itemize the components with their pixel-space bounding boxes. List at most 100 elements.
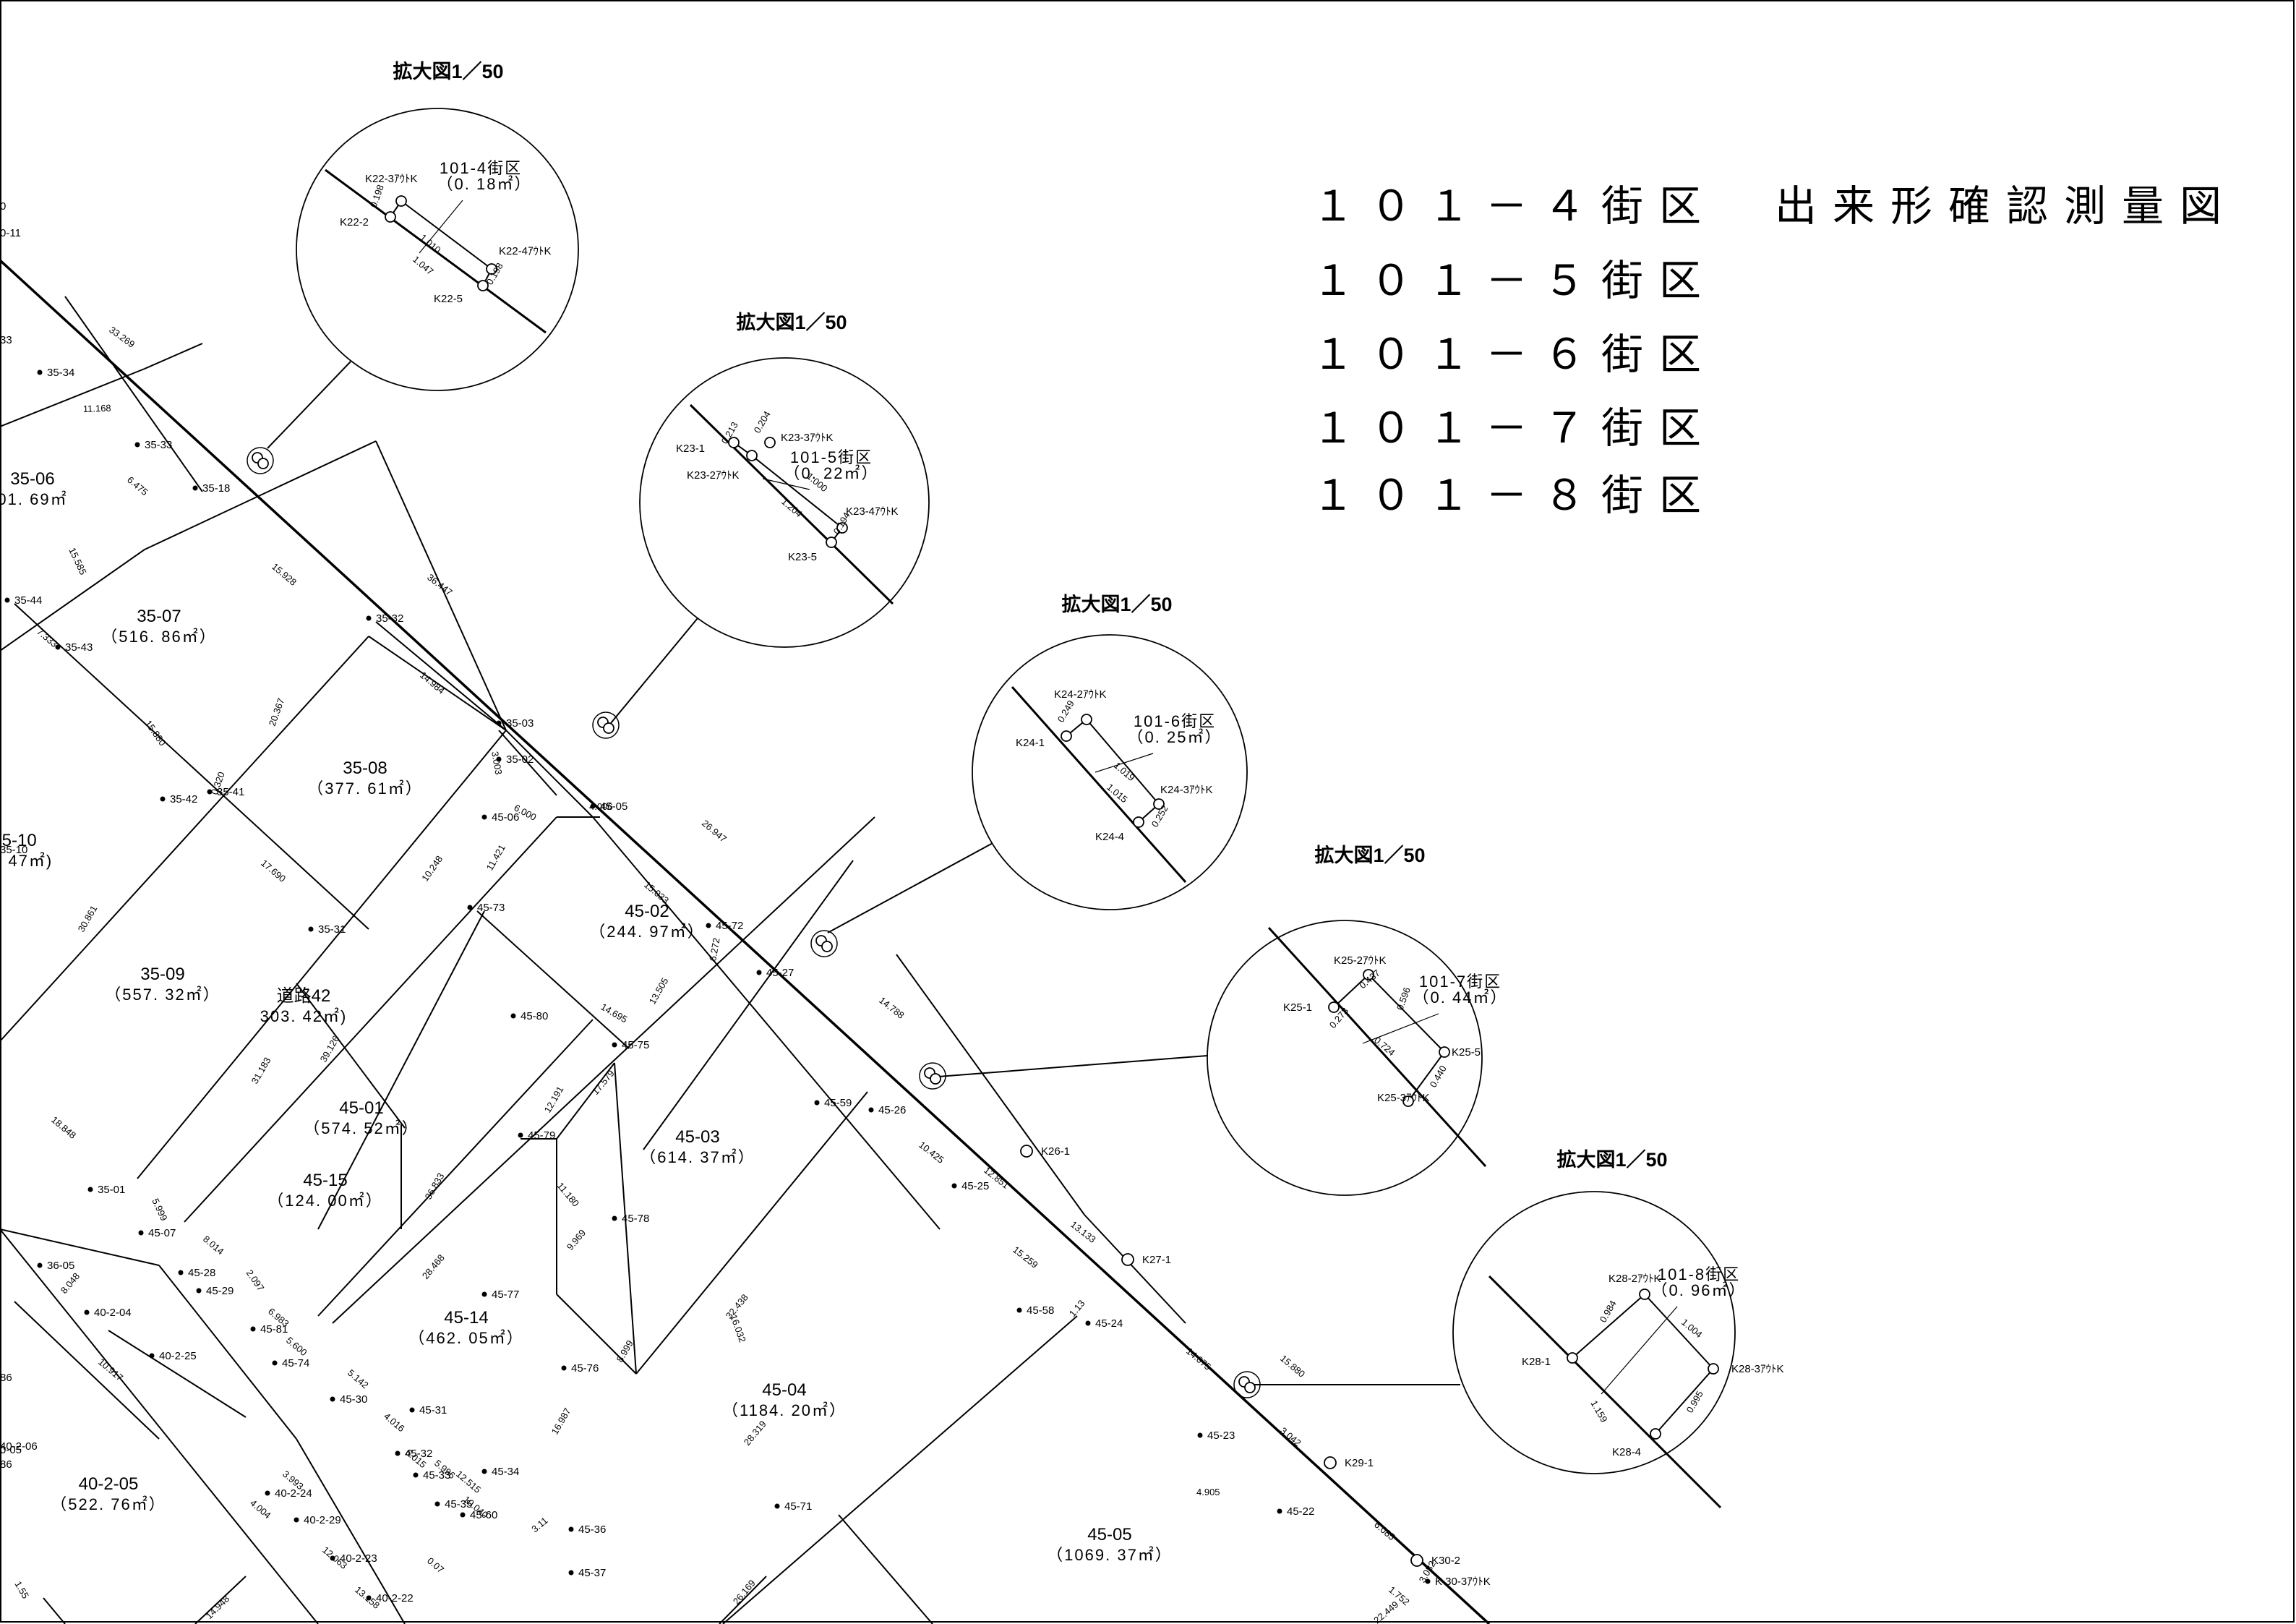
pointer-line	[928, 1055, 1208, 1078]
enlarged-point-label: K23-2ｱｳﾄK	[687, 469, 740, 482]
boundary-line	[144, 343, 203, 369]
point-label: 35-33	[145, 439, 172, 451]
boundary-line	[592, 816, 941, 1230]
point-marker	[409, 1407, 415, 1413]
point-label: 40-2-22	[376, 1592, 414, 1604]
monument-marker	[728, 437, 740, 448]
edge-label: 86	[0, 1372, 12, 1384]
lot-area: （1184. 20㎡）	[722, 1401, 847, 1419]
monument-marker	[603, 722, 614, 734]
road-line-enlarged	[1488, 1275, 1722, 1509]
monument-marker	[1121, 1253, 1134, 1266]
point-label: K29-1	[1345, 1457, 1374, 1469]
edge-label: 35-10	[0, 844, 27, 856]
road-line-enlarged	[1011, 686, 1187, 883]
point-label: 35-34	[47, 367, 74, 379]
dimension-label: 4.006	[589, 801, 613, 812]
dimension-label: 1.55	[12, 1579, 31, 1600]
enlarged-area-label: （0. 25㎡）	[1128, 728, 1222, 746]
point-label: 45-07	[148, 1227, 176, 1239]
monument-marker	[1639, 1288, 1650, 1300]
dimension-label: 4.905	[1196, 1487, 1220, 1497]
point-marker	[366, 615, 372, 621]
enlarged-point-label: K28-3ｱｳﾄK	[1731, 1363, 1784, 1375]
point-marker	[149, 1353, 155, 1359]
point-label: 36-05	[47, 1260, 74, 1272]
enlarged-point-label: K24-3ｱｳﾄK	[1160, 784, 1213, 796]
point-marker	[1016, 1307, 1022, 1313]
lot-area: （614. 37㎡）	[640, 1148, 755, 1166]
monument-marker	[1439, 1046, 1450, 1058]
point-marker	[330, 1396, 335, 1402]
dimension-label: 10.248	[419, 854, 445, 884]
enlarged-point-label: K25-5	[1452, 1046, 1481, 1059]
point-label: 45-58	[1027, 1304, 1054, 1317]
point-label: 45-33	[423, 1469, 450, 1482]
boundary-line	[556, 1062, 615, 1140]
monument-marker	[395, 195, 407, 207]
boundary-line	[317, 1019, 594, 1317]
point-label: 45-28	[188, 1267, 215, 1279]
road-line-enlarged	[689, 403, 894, 605]
dimension-label: 14.788	[877, 995, 907, 1021]
monument-marker	[1061, 730, 1072, 742]
lot-number: 35-07	[137, 607, 181, 626]
boundary-line	[375, 440, 507, 731]
enlarged-area-label: （0. 22㎡）	[784, 464, 879, 482]
dimension-label: 5.142	[346, 1367, 371, 1390]
dimension-label: 15.259	[1011, 1244, 1040, 1270]
boundary-line	[43, 1597, 66, 1624]
lot-area: （124. 00㎡）	[267, 1192, 382, 1210]
point-label: 35-42	[170, 793, 197, 805]
dimension-label: 6.475	[125, 474, 150, 497]
point-label: 45-60	[470, 1509, 497, 1521]
road-line-enlarged	[1267, 926, 1487, 1168]
dimension-label: 5.999	[150, 1197, 169, 1223]
enlarged-block-label: 101-8街区	[1658, 1265, 1740, 1283]
title-line-2: １０１－５街区	[1312, 257, 1717, 304]
point-marker	[460, 1512, 466, 1518]
point-marker	[366, 1595, 372, 1601]
point-label: 45-31	[419, 1404, 447, 1416]
enlarged-block-label: 101-6街区	[1134, 712, 1216, 730]
point-label: 35-03	[506, 717, 534, 730]
boundary-line	[144, 440, 377, 550]
dimension-label: 4.016	[382, 1411, 407, 1434]
point-marker	[196, 1288, 202, 1294]
monument-marker	[1328, 1001, 1340, 1013]
point-label: K27-1	[1142, 1254, 1171, 1266]
point-label: 45-06	[492, 811, 519, 824]
boundary-line	[838, 1514, 933, 1624]
boundary-line	[317, 910, 485, 1230]
dimension-label: 15.585	[67, 546, 88, 576]
point-label: 45-30	[340, 1393, 367, 1406]
enlarged-view-caption: 拡大図1／50	[1556, 1149, 1667, 1171]
lot-area: （574. 52㎡）	[304, 1119, 419, 1137]
dimension-label: 14.695	[599, 1001, 630, 1025]
edge-label: 0-11	[0, 227, 21, 239]
point-label: 45-75	[622, 1039, 649, 1051]
enlarged-point-label: K22-3ｱｳﾄK	[365, 173, 418, 185]
dimension-label: 13.133	[1068, 1219, 1098, 1245]
boundary-line	[0, 636, 369, 1042]
point-marker	[84, 1309, 90, 1315]
enlarged-point-label: K22-5	[434, 293, 463, 305]
point-label: 45-23	[1207, 1429, 1235, 1442]
enlarged-point-label: K25-3ｱｳﾄK	[1377, 1092, 1430, 1104]
title-line-5: １０１－８街区	[1312, 472, 1717, 519]
monument-marker	[836, 522, 848, 534]
boundary-line	[0, 368, 145, 427]
point-marker	[160, 796, 166, 802]
point-label: 40-2-24	[275, 1487, 312, 1500]
magnify-marker	[810, 930, 838, 957]
lot-area: 32. 47㎡)	[0, 852, 53, 870]
point-label: 40-2-23	[340, 1552, 377, 1565]
point-label: 45-35	[445, 1498, 472, 1510]
point-label: 35-01	[98, 1184, 125, 1196]
enlarged-area-label: （0. 96㎡）	[1652, 1281, 1747, 1299]
point-marker	[467, 905, 473, 910]
dimension-label: 18.848	[49, 1114, 78, 1141]
enlarged-point-label: K23-1	[676, 443, 705, 455]
boundary-line	[368, 636, 507, 731]
dimension-label: 11.180	[555, 1180, 581, 1208]
